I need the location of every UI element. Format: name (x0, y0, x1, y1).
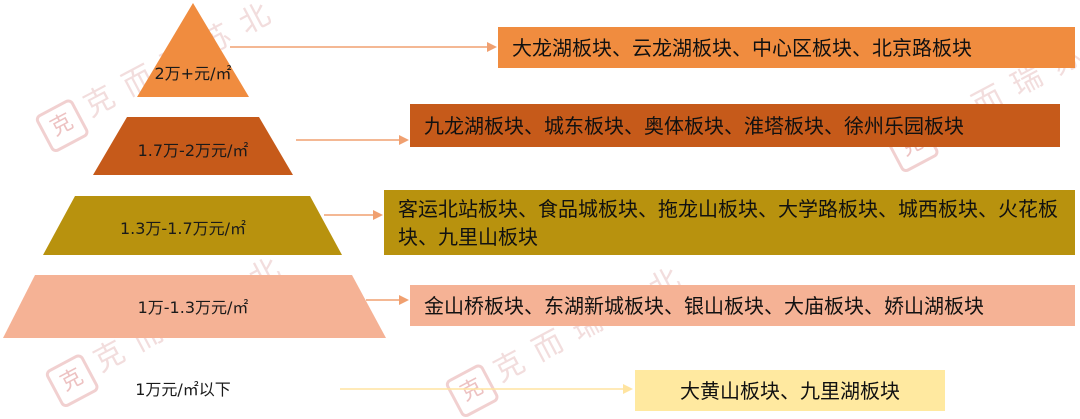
tier-4-price: 1万-1.3万元/㎡ (137, 298, 249, 317)
connector-arrow (340, 384, 633, 394)
tier-4-areas: 金山桥板块、东湖新城板块、银山板块、大庙板块、娇山湖板块 (424, 293, 984, 318)
tier-3-price: 1.3万-1.7万元/㎡ (119, 219, 247, 238)
tier-3-areas: 客运北站板块、食品城板块、拖龙山板块、大学路板块、城西板块、火花板块、九里山板块 (398, 196, 1058, 249)
tier-5-price: 1万元/㎡以下 (135, 380, 231, 399)
tier-3-areas-box: 客运北站板块、食品城板块、拖龙山板块、大学路板块、城西板块、火花板块、九里山板块 (384, 190, 1075, 255)
tier-4-shape (3, 275, 386, 338)
tier-1-price: 2万+元/㎡ (154, 64, 232, 83)
connector-arrow (230, 42, 497, 52)
tier-2-price: 1.7万-2万元/㎡ (137, 141, 249, 160)
tier-5-areas: 大黄山板块、九里湖板块 (680, 378, 900, 403)
connector-arrow (296, 135, 409, 145)
connector-arrow (366, 295, 409, 305)
tier-2-areas-box: 九龙湖板块、城东板块、奥体板块、淮塔板块、徐州乐园板块 (410, 104, 1060, 147)
tier-4-areas-box: 金山桥板块、东湖新城板块、银山板块、大庙板块、娇山湖板块 (410, 285, 1075, 326)
tier-1-areas-box: 大龙湖板块、云龙湖板块、中心区板块、北京路板块 (498, 27, 1075, 68)
connector-arrow (324, 210, 383, 220)
tier-3-shape (43, 196, 342, 255)
tier-2-shape (93, 117, 293, 175)
tier-2-areas: 九龙湖板块、城东板块、奥体板块、淮塔板块、徐州乐园板块 (424, 113, 964, 138)
tier-5-areas-box: 大黄山板块、九里湖板块 (635, 370, 945, 411)
tier-1-shape (137, 3, 249, 97)
tier-1-areas: 大龙湖板块、云龙湖板块、中心区板块、北京路板块 (512, 35, 972, 60)
